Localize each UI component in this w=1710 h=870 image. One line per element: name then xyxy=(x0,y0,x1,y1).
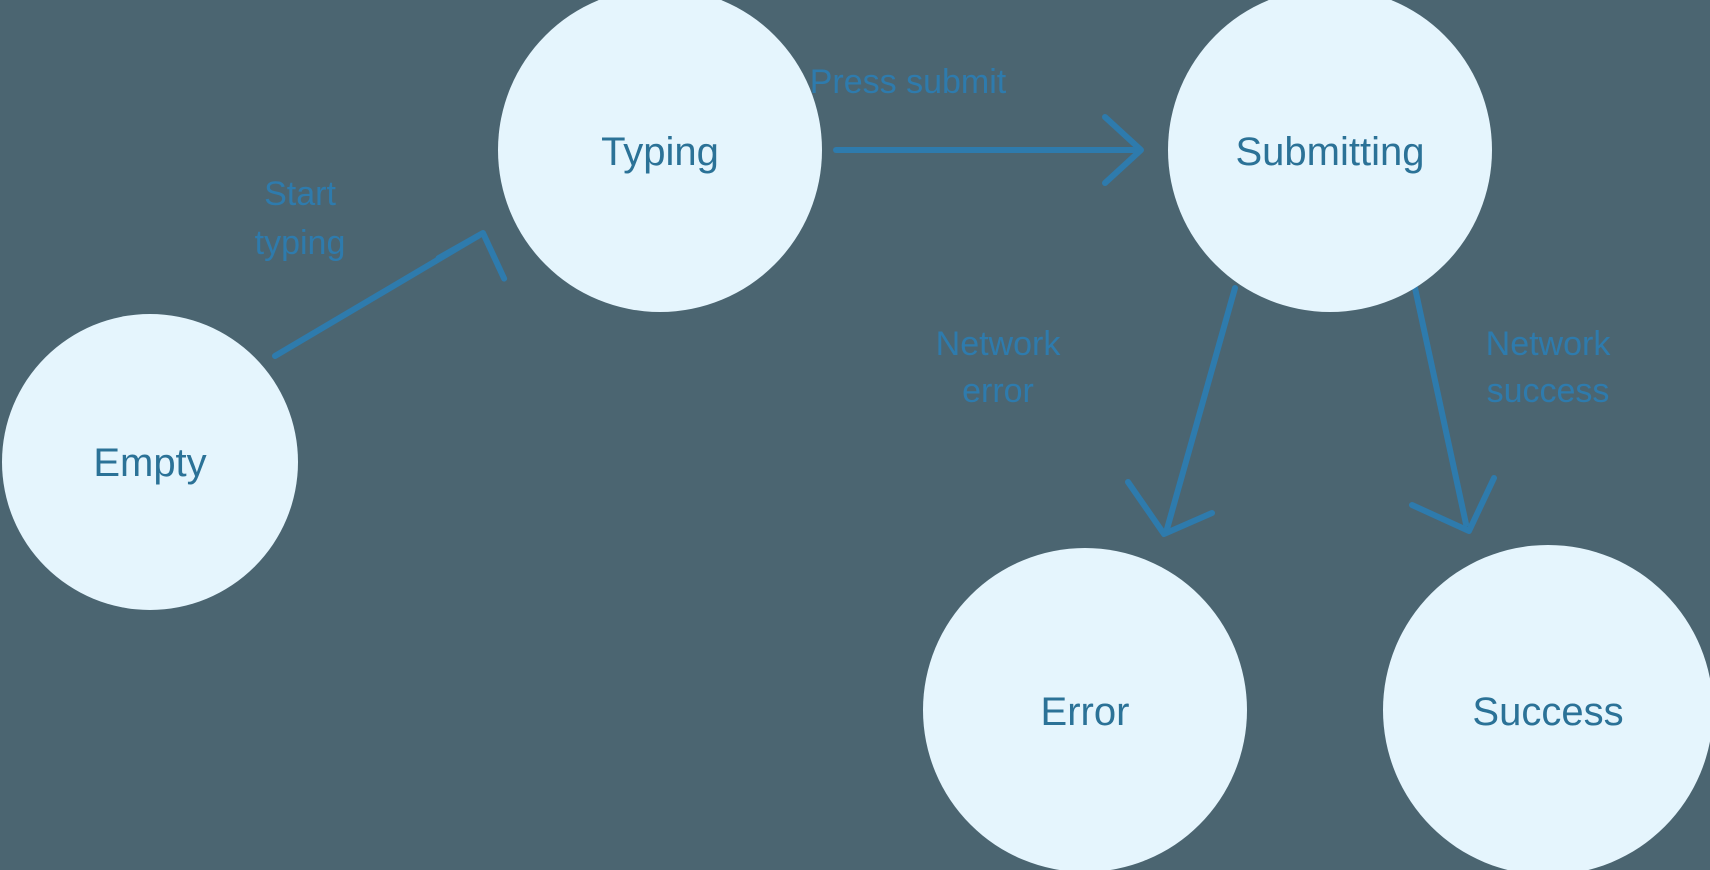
state-circle-empty xyxy=(2,314,298,610)
edge-network-error-arrowhead xyxy=(1125,479,1215,537)
state-node-submitting[interactable]: Submitting xyxy=(1168,0,1492,312)
state-label-success: Success xyxy=(1472,690,1623,734)
state-circle-error xyxy=(923,548,1247,870)
edge-start-typing-arrowhead xyxy=(435,230,508,282)
state-label-typing: Typing xyxy=(601,130,719,174)
state-label-submitting: Submitting xyxy=(1236,130,1425,174)
state-label-error: Error xyxy=(1041,690,1130,734)
edge-label-network-error-line2: error xyxy=(962,372,1034,410)
edge-network-success-line xyxy=(1412,285,1469,527)
edge-label-start-typing-line1: Start xyxy=(264,175,336,213)
state-node-empty[interactable]: Empty xyxy=(2,314,298,610)
edge-label-network-error-line1: Network xyxy=(936,325,1062,363)
state-node-success[interactable]: Success xyxy=(1383,545,1710,870)
state-circle-typing xyxy=(498,0,822,312)
edge-label-start-typing-line2: typing xyxy=(255,224,346,262)
state-node-error[interactable]: Error xyxy=(923,548,1247,870)
edge-label-press-submit: Press submit xyxy=(810,63,1007,101)
edge-network-success-arrowhead xyxy=(1409,475,1497,534)
edge-network-error[interactable] xyxy=(1125,285,1238,537)
edge-network-success[interactable] xyxy=(1409,285,1497,534)
edge-label-network-success-line2: success xyxy=(1487,372,1610,410)
edge-start-typing[interactable] xyxy=(272,230,508,359)
state-circle-success xyxy=(1383,545,1710,870)
edge-press-submit-arrowhead xyxy=(1102,114,1144,186)
edge-press-submit[interactable] xyxy=(833,114,1144,186)
edge-network-error-line xyxy=(1164,285,1238,532)
state-circle-submitting xyxy=(1168,0,1492,312)
state-label-empty: Empty xyxy=(93,441,206,485)
state-node-typing[interactable]: Typing xyxy=(498,0,822,312)
edge-label-network-success-line1: Network xyxy=(1486,325,1612,363)
